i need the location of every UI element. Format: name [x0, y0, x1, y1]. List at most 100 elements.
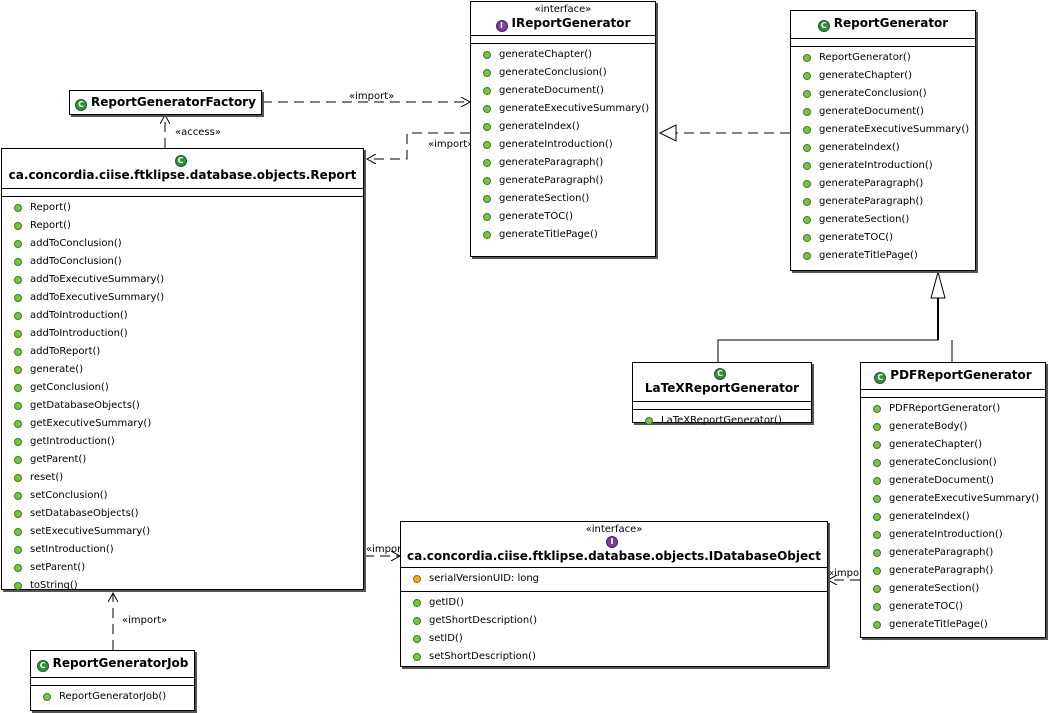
method-item[interactable]: generateTOC() — [861, 598, 1045, 616]
method-icon — [873, 603, 881, 611]
method-item[interactable]: ReportGeneratorJob() — [31, 688, 194, 706]
method-item[interactable]: getID() — [401, 594, 827, 612]
method-item[interactable]: generateIndex() — [861, 508, 1045, 526]
method-item[interactable]: generateSection() — [791, 211, 975, 229]
methods-section: generateChapter()generateConclusion()gen… — [471, 43, 655, 247]
method-item-label: generateParagraph() — [889, 565, 994, 576]
method-item[interactable]: generateTitlePage() — [471, 226, 655, 244]
methods-section: ReportGeneratorJob() — [31, 685, 194, 709]
method-item[interactable]: getShortDescription() — [401, 612, 827, 630]
method-item[interactable]: setConclusion() — [2, 487, 363, 505]
class-report[interactable]: Cca.concordia.ciise.ftklipse.database.ob… — [1, 148, 364, 591]
method-item[interactable]: generateIndex() — [471, 118, 655, 136]
method-item[interactable]: generateChapter() — [471, 46, 655, 64]
method-item-label: addToExecutiveSummary() — [30, 292, 165, 303]
method-icon — [873, 531, 881, 539]
method-icon — [483, 87, 491, 95]
method-item[interactable]: generateIntroduction() — [861, 526, 1045, 544]
method-item[interactable]: generateConclusion() — [471, 64, 655, 82]
method-item[interactable]: setDatabaseObjects() — [2, 505, 363, 523]
method-item-label: LaTeXReportGenerator() — [661, 415, 782, 426]
method-item[interactable]: generateSection() — [471, 190, 655, 208]
method-icon — [803, 216, 811, 224]
method-item[interactable]: generateDocument() — [791, 103, 975, 121]
class-latex-report-generator[interactable]: CLaTeXReportGenerator LaTeXReportGenerat… — [632, 362, 812, 426]
method-item[interactable]: addToReport() — [2, 343, 363, 361]
method-item[interactable]: generateParagraph() — [861, 562, 1045, 580]
method-item[interactable]: generateParagraph() — [861, 544, 1045, 562]
method-item-label: generateTOC() — [499, 211, 574, 222]
method-item[interactable]: generateParagraph() — [791, 175, 975, 193]
method-item[interactable]: getExecutiveSummary() — [2, 415, 363, 433]
method-item-label: PDFReportGenerator() — [889, 403, 1001, 414]
method-item[interactable]: Report() — [2, 217, 363, 235]
method-item[interactable]: addToExecutiveSummary() — [2, 289, 363, 307]
method-item[interactable]: generateChapter() — [861, 436, 1045, 454]
method-item[interactable]: generateParagraph() — [471, 154, 655, 172]
method-item[interactable]: generateDocument() — [471, 82, 655, 100]
method-item[interactable]: toString() — [2, 577, 363, 595]
method-item[interactable]: addToIntroduction() — [2, 307, 363, 325]
method-item-label: toString() — [30, 580, 78, 591]
method-item[interactable]: generateParagraph() — [471, 172, 655, 190]
method-item[interactable]: generateConclusion() — [861, 454, 1045, 472]
method-item[interactable]: setParent() — [2, 559, 363, 577]
method-item[interactable]: generateTitlePage() — [861, 616, 1045, 634]
method-item[interactable]: generateSection() — [861, 580, 1045, 598]
method-item[interactable]: generateChapter() — [791, 67, 975, 85]
method-item[interactable]: generateDocument() — [861, 472, 1045, 490]
method-item[interactable]: generateExecutiveSummary() — [861, 490, 1045, 508]
method-item-label: getShortDescription() — [429, 615, 538, 626]
method-item-label: generateChapter() — [499, 49, 593, 60]
method-item[interactable]: setIntroduction() — [2, 541, 363, 559]
method-icon — [873, 441, 881, 449]
method-item[interactable]: generateIndex() — [791, 139, 975, 157]
methods-section: getID() getShortDescription() setID() setSh… — [401, 591, 827, 669]
method-icon — [14, 438, 22, 446]
method-item[interactable]: generateExecutiveSummary() — [471, 100, 655, 118]
method-icon — [14, 330, 22, 338]
method-item[interactable]: setID() — [401, 630, 827, 648]
field-item[interactable]: serialVersionUID: long — [401, 570, 827, 588]
method-item[interactable]: reset() — [2, 469, 363, 487]
method-item-label: setID() — [429, 633, 463, 644]
method-item-label: generateParagraph() — [499, 157, 604, 168]
method-item[interactable]: addToIntroduction() — [2, 325, 363, 343]
method-item[interactable]: getConclusion() — [2, 379, 363, 397]
method-item[interactable]: generateIntroduction() — [471, 136, 655, 154]
method-item[interactable]: LaTeXReportGenerator() — [633, 412, 811, 430]
method-item-label: addToConclusion() — [30, 256, 122, 267]
method-item[interactable]: PDFReportGenerator() — [861, 400, 1045, 418]
method-item[interactable]: addToConclusion() — [2, 235, 363, 253]
method-icon — [14, 204, 22, 212]
method-item[interactable]: generate() — [2, 361, 363, 379]
interface-idatabase-object[interactable]: «interface» Ica.concordia.ciise.ftklipse… — [400, 521, 828, 667]
class-icon: C — [714, 368, 726, 380]
method-item[interactable]: setShortDescription() — [401, 648, 827, 666]
method-item[interactable]: generateBody() — [861, 418, 1045, 436]
interface-name: ca.concordia.ciise.ftklipse.database.obj… — [407, 549, 821, 563]
interface-name: IReportGenerator — [511, 16, 631, 30]
method-item[interactable]: generateParagraph() — [791, 193, 975, 211]
method-item[interactable]: setExecutiveSummary() — [2, 523, 363, 541]
method-item[interactable]: generateTOC() — [471, 208, 655, 226]
method-item[interactable]: generateIntroduction() — [791, 157, 975, 175]
method-icon — [483, 69, 491, 77]
method-item[interactable]: ReportGenerator() — [791, 49, 975, 67]
method-icon — [873, 567, 881, 575]
method-item[interactable]: generateConclusion() — [791, 85, 975, 103]
method-item[interactable]: generateTOC() — [791, 229, 975, 247]
method-item[interactable]: generateTitlePage() — [791, 247, 975, 265]
method-item[interactable]: Report() — [2, 199, 363, 217]
method-item[interactable]: generateExecutiveSummary() — [791, 121, 975, 139]
method-item[interactable]: getIntroduction() — [2, 433, 363, 451]
method-item[interactable]: getDatabaseObjects() — [2, 397, 363, 415]
method-item[interactable]: addToConclusion() — [2, 253, 363, 271]
method-item[interactable]: getParent() — [2, 451, 363, 469]
method-item[interactable]: addToExecutiveSummary() — [2, 271, 363, 289]
